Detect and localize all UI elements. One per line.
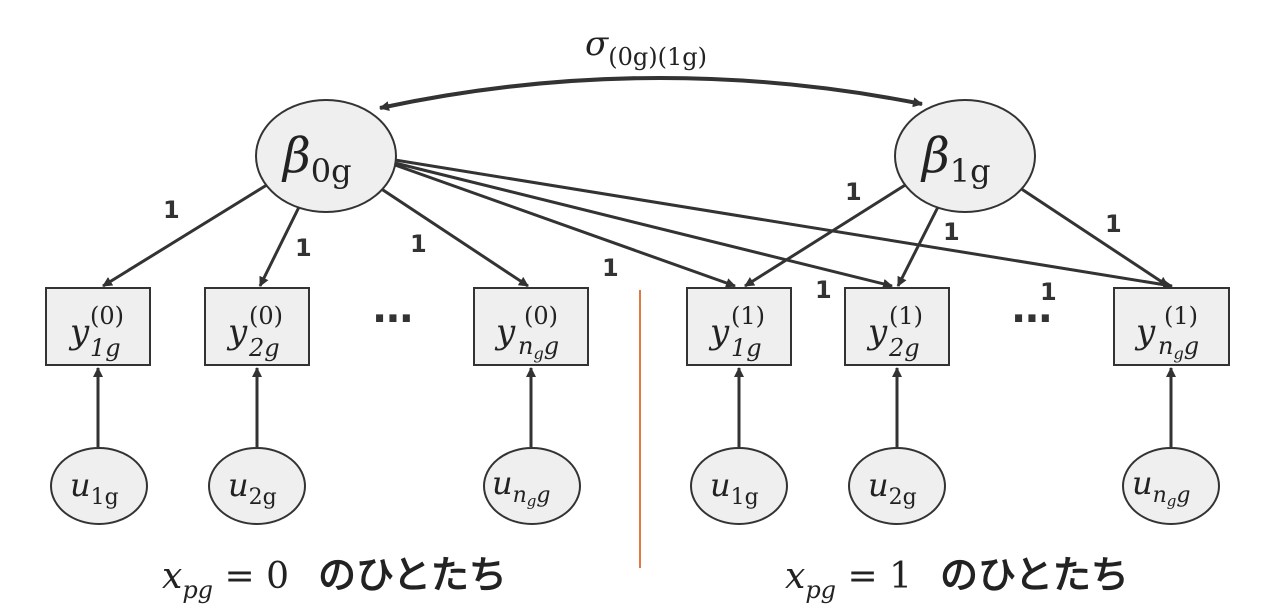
svg-text:2g: 2g	[248, 334, 280, 362]
svg-text:のひとたち: のひとたち	[318, 553, 507, 597]
svg-text:2g: 2g	[888, 334, 920, 362]
svg-text:β0g: β0g	[281, 128, 352, 190]
observed-yn-group0: y (0) ngg	[473, 287, 589, 366]
svg-text:ungg: ungg	[1132, 464, 1190, 510]
svg-text:のひとたち: のひとたち	[940, 553, 1129, 597]
covariance-arrow	[379, 76, 923, 112]
svg-text:y: y	[226, 312, 248, 352]
loading-label: 1	[602, 254, 619, 282]
svg-text:(1): (1)	[889, 302, 923, 330]
latent-beta0-node: β0g	[255, 99, 397, 213]
ellipsis-group1: ⋯	[1012, 296, 1052, 342]
svg-text:u1g: u1g	[70, 466, 119, 510]
loading-label: 1	[1105, 210, 1122, 238]
svg-text:xpg = 1: xpg = 1	[785, 556, 912, 604]
observed-y1-group1: y (1) 1g	[686, 287, 792, 366]
svg-text:(0): (0)	[524, 302, 558, 330]
path-b0-yn	[379, 186, 529, 288]
error-u2-group1: u2g	[848, 447, 946, 525]
path-b0-y2b	[394, 161, 893, 289]
observed-yn-group1: y (1) ngg	[1113, 287, 1230, 366]
error-u1-group0: u1g	[50, 447, 148, 525]
loading-label: 1	[410, 230, 427, 258]
caption-group0: xpg = 0 のひとたち	[162, 553, 507, 604]
svg-text:y: y	[708, 312, 730, 352]
error-un-group0: ungg	[483, 447, 581, 525]
svg-text:y: y	[1134, 312, 1156, 352]
loading-label: 1	[1040, 278, 1057, 306]
caption-group1: xpg = 1 のひとたち	[785, 553, 1129, 604]
svg-text:y: y	[68, 312, 90, 352]
svg-text:(0): (0)	[90, 302, 124, 330]
observed-y2-group1: y (1) 2g	[844, 287, 950, 366]
error-u1-group1: u1g	[690, 447, 788, 525]
svg-text:β1g: β1g	[920, 128, 991, 190]
svg-text:(0): (0)	[249, 302, 283, 330]
loading-label: 1	[163, 196, 180, 224]
path-b0-y2	[258, 204, 302, 287]
loading-label: 1	[815, 276, 832, 304]
observed-y1-group0: y (0) 1g	[45, 287, 151, 366]
loading-label: 1	[295, 234, 312, 262]
path-b0-y1	[102, 181, 271, 288]
ellipsis-group0: ⋯	[373, 296, 413, 342]
path-b1-y1	[744, 180, 911, 288]
observed-y2-group0: y (0) 2g	[204, 287, 310, 366]
svg-text:u2g: u2g	[868, 466, 917, 510]
error-u2-group0: u2g	[208, 447, 306, 525]
svg-text:1g: 1g	[90, 334, 121, 362]
latent-beta1-node: β1g	[894, 99, 1036, 213]
svg-text:u1g: u1g	[710, 466, 759, 510]
loading-label: 1	[845, 178, 862, 206]
svg-text:1g: 1g	[731, 334, 762, 362]
svg-text:xpg = 0: xpg = 0	[162, 556, 289, 604]
svg-text:y: y	[494, 312, 516, 352]
path-b0-y1b	[394, 163, 736, 288]
path-b1-yn	[1019, 186, 1169, 288]
svg-text:ngg: ngg	[1158, 332, 1199, 363]
svg-text:ungg: ungg	[492, 464, 550, 510]
loading-label: 1	[943, 218, 960, 246]
path-b0-ynb	[394, 158, 1173, 290]
path-b1-y2	[896, 202, 942, 287]
error-un-group1: ungg	[1122, 447, 1220, 525]
covariance-label: σ(0g)(1g)	[585, 24, 707, 71]
svg-text:u2g: u2g	[228, 466, 277, 510]
svg-text:ngg: ngg	[518, 332, 559, 363]
svg-text:(1): (1)	[731, 302, 765, 330]
svg-text:y: y	[866, 312, 888, 352]
svg-text:(1): (1)	[1164, 302, 1198, 330]
